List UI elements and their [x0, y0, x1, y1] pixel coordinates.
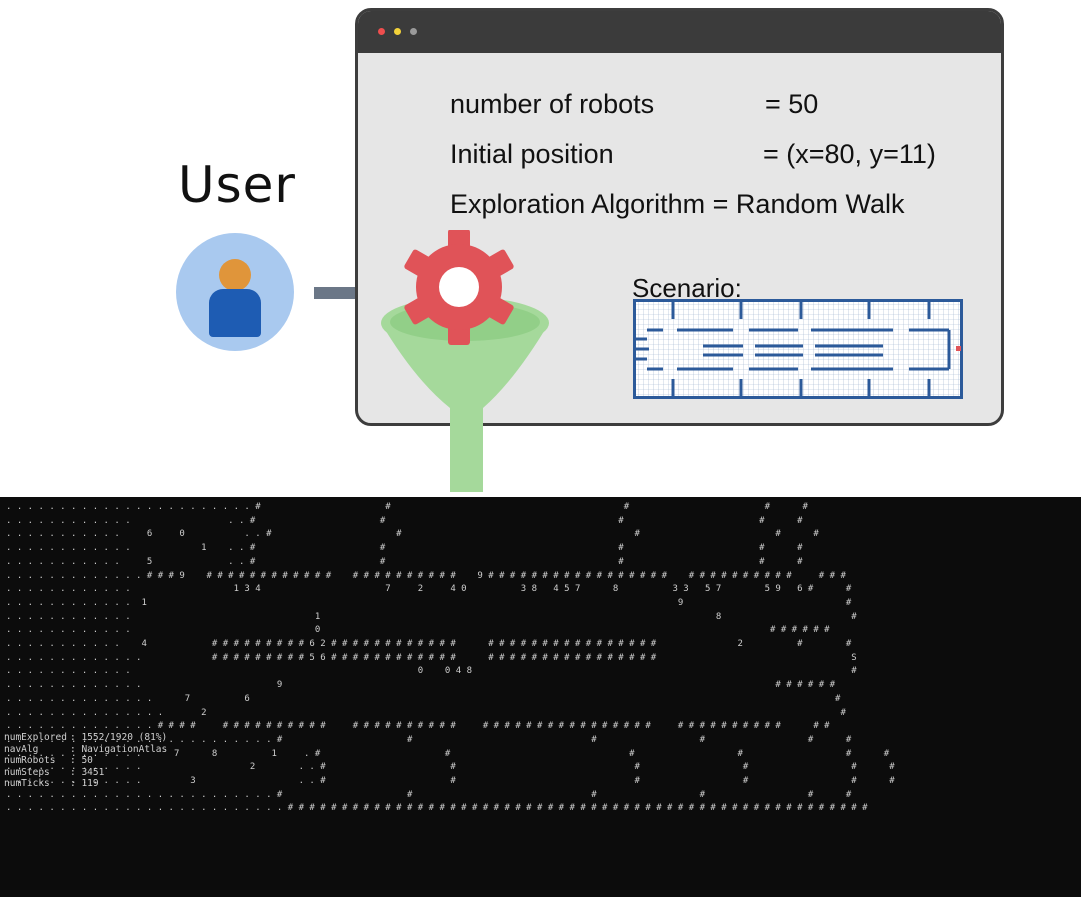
- stat-key: numSteps: [4, 766, 50, 778]
- maximize-dot-icon[interactable]: [410, 28, 417, 35]
- grid-line: . . . . . . . . . . . 5 . . # # # # #: [6, 556, 803, 567]
- param-algorithm: Exploration Algorithm = Random Walk: [450, 189, 904, 220]
- stat-value: : 3451: [70, 766, 105, 778]
- stat-value: : 50: [70, 755, 93, 766]
- grid-line: . . . . . . . . . . . . . . # # # # # # …: [6, 721, 830, 732]
- stat-value: : 119: [70, 778, 99, 789]
- param-value: = 50: [765, 89, 819, 119]
- grid-line: . . . . . . . . . . . . . 2 . . # # # # …: [6, 762, 895, 773]
- param-value: = (x=80, y=11): [763, 139, 936, 169]
- grid-line: . . . . . . . . . . . . 0 # # # # # #: [6, 625, 830, 636]
- avatar-head: [219, 259, 251, 291]
- stat-value: : NavigationAtlas: [70, 743, 168, 755]
- grid-line: . . . . . . . . . . . . . 9 # # # # # #: [6, 680, 836, 691]
- grid-line: . . . . . . . . . . . . 1 . . # # # # #: [6, 543, 803, 554]
- param-robots: number of robots = 50: [450, 89, 818, 120]
- stat-row: numExplored: 1552/1920 (81%): [4, 732, 167, 744]
- gear-icon: [404, 230, 514, 345]
- grid-line: . . . . . . . . . . . . . 7 8 1 . # # # …: [6, 748, 890, 759]
- grid-line: . . . . . . . . . . . . 0 0 4 8 #: [6, 666, 857, 677]
- stat-key: numTicks: [4, 778, 50, 789]
- stat-key: navAlg: [4, 743, 39, 755]
- grid-line: . . . . . . . . . . . . . . # # # # #: [6, 515, 803, 526]
- terminal-stats: numExplored: 1552/1920 (81%)navAlg: Navi…: [4, 732, 167, 790]
- param-initial-position: Initial position = (x=80, y=11): [450, 139, 936, 170]
- avatar-body: [209, 289, 261, 337]
- grid-line: . . . . . . . . . . . . . # # # # # # # …: [6, 652, 857, 663]
- grid-line: . . . . . . . . . . . . . . . . . . . . …: [6, 734, 852, 745]
- grid-line: . . . . . . . . . . . . 1 3 4 7 2 4 0 3 …: [6, 584, 852, 595]
- stat-row: navAlg : NavigationAtlas: [4, 744, 167, 756]
- grid-line: . . . . . . . . . . . . . . 7 6 #: [6, 693, 841, 704]
- simulation-terminal: . . . . . . . . . . . . . . . . . . . . …: [0, 497, 1081, 897]
- stat-row: numSteps : 3451: [4, 767, 167, 779]
- grid-line: . . . . . . . . . . . . . 3 . . # # # # …: [6, 776, 895, 787]
- stat-key: numExplored: [4, 732, 67, 743]
- grid-line: . . . . . . . . . . . . . . . 2 #: [6, 707, 846, 718]
- user-avatar-icon: [176, 233, 294, 351]
- scenario-label: Scenario:: [632, 273, 742, 303]
- minimize-dot-icon[interactable]: [394, 28, 401, 35]
- grid-line: . . . . . . . . . . . . 1 8 #: [6, 611, 857, 622]
- gear-funnel-graphic: [381, 230, 549, 492]
- stat-row: numTicks : 119: [4, 778, 167, 790]
- grid-line: . . . . . . . . . . . . 1 9 #: [6, 597, 852, 608]
- grid-line: . . . . . . . . . . . . . . . . . . . . …: [6, 502, 808, 512]
- grid-line: . . . . . . . . . . . 4 # # # # # # # # …: [6, 639, 852, 650]
- grid-line: . . . . . . . . . . . . . # # # 9 # # # …: [6, 570, 846, 581]
- param-key: number of robots: [450, 89, 655, 119]
- grid-line: . . . . . . . . . . . 6 0 . . # # # # #: [6, 529, 819, 540]
- stat-key: numRobots: [4, 755, 56, 766]
- stat-row: numRobots : 50: [4, 755, 167, 767]
- exploration-grid: . . . . . . . . . . . . . . . . . . . . …: [0, 497, 1081, 816]
- user-label: User: [178, 156, 296, 214]
- grid-line: . . . . . . . . . . . . . . . . . . . . …: [6, 789, 852, 800]
- window-titlebar: [358, 11, 1001, 53]
- close-dot-icon[interactable]: [378, 28, 385, 35]
- grid-line: . . . . . . . . . . . . . . . . . . . . …: [6, 803, 868, 814]
- param-value: = Random Walk: [712, 189, 905, 219]
- param-key: Initial position: [450, 139, 614, 169]
- stat-value: : 1552/1920 (81%): [70, 732, 168, 743]
- param-key: Exploration Algorithm: [450, 189, 706, 219]
- config-window: number of robots = 50 Initial position =…: [355, 8, 1004, 426]
- scenario-map-thumbnail: [633, 299, 963, 399]
